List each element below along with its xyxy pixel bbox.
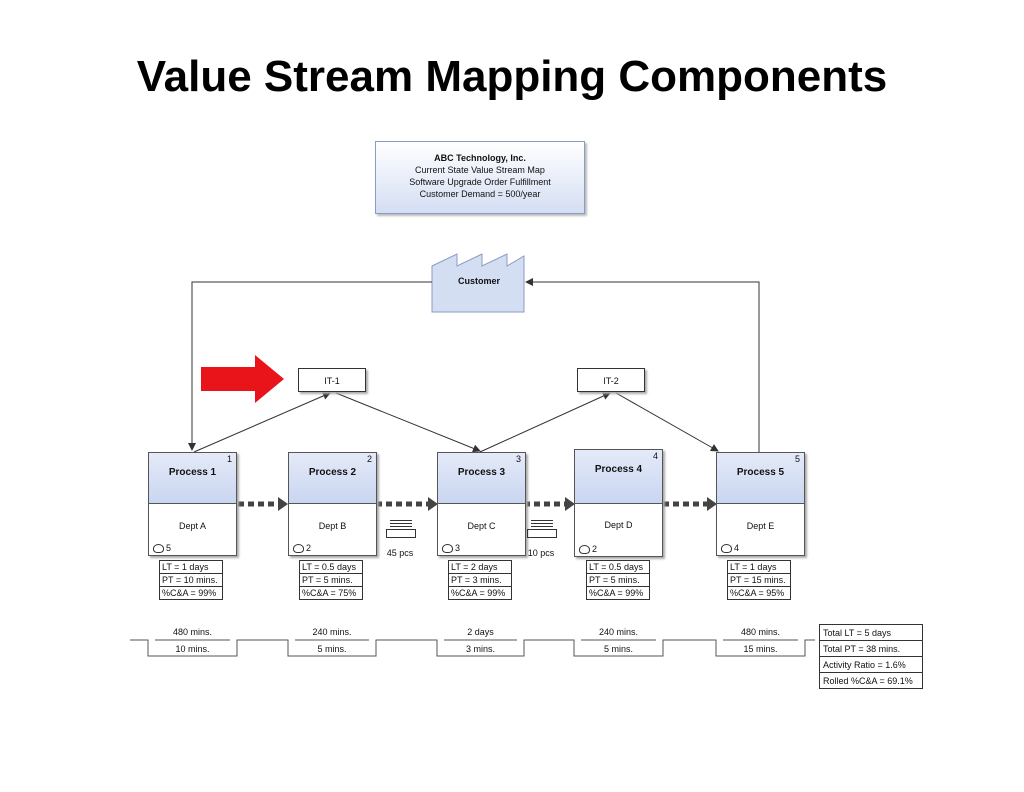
lead-time: LT = 1 days (727, 560, 791, 574)
inventory-stack-icon (531, 520, 553, 527)
process-box-5: Process 5 5 Dept E 4 (716, 452, 805, 556)
lead-time: LT = 2 days (448, 560, 512, 574)
process-time: PT = 5 mins. (586, 573, 650, 587)
header-line-3: Customer Demand = 500/year (419, 189, 541, 199)
data-box-2: LT = 0.5 days PT = 5 mins. %C&A = 75% (299, 560, 363, 600)
timeline-lead-2: 240 mins. (312, 627, 352, 637)
operator-count: 2 (306, 543, 312, 553)
it2-to-process5-line (615, 392, 719, 452)
timeline-ladder (130, 639, 815, 657)
process-dept: Dept B (318, 521, 347, 531)
total-process-time: Total PT = 38 mins. (819, 640, 923, 657)
process5-to-customer-line (525, 278, 760, 452)
process-name: Process 2 (308, 467, 357, 478)
operator-icon (579, 544, 590, 554)
lead-time: LT = 1 days (159, 560, 223, 574)
operator-count: 5 (166, 543, 172, 553)
operator-count: 4 (734, 543, 740, 553)
complete-accurate: %C&A = 99% (448, 586, 512, 600)
data-box-5: LT = 1 days PT = 15 mins. %C&A = 95% (727, 560, 791, 600)
inventory-qty: 45 pcs (386, 548, 414, 558)
process-dept: Dept D (604, 520, 633, 530)
operator-count: 3 (455, 543, 461, 553)
timeline-process-2: 5 mins. (317, 644, 347, 654)
timeline-lead-4: 240 mins. (598, 627, 639, 637)
customer-factory-icon (431, 253, 525, 313)
inventory-2: 10 pcs (527, 520, 557, 558)
header-line-2: Software Upgrade Order Fulfillment (409, 177, 551, 187)
timeline-process-1: 10 mins. (175, 644, 210, 654)
process3-to-it2-line (479, 392, 611, 453)
process-box-3: Process 3 3 Dept C 3 (437, 452, 526, 556)
complete-accurate: %C&A = 99% (159, 586, 223, 600)
complete-accurate: %C&A = 99% (586, 586, 650, 600)
company-name: ABC Technology, Inc. (434, 153, 526, 163)
timeline-process-3: 3 mins. (465, 644, 495, 654)
process-box-2: Process 2 2 Dept B 2 (288, 452, 377, 556)
process-dept: Dept E (746, 521, 775, 531)
rolled-complete-accurate: Rolled %C&A = 69.1% (819, 672, 923, 689)
operator-icon (721, 543, 732, 553)
inventory-qty: 10 pcs (527, 548, 555, 558)
process-number: 2 (366, 454, 372, 464)
complete-accurate: %C&A = 75% (299, 586, 363, 600)
timeline-lead-1: 480 mins. (172, 627, 213, 637)
process1-to-it1-line (193, 392, 331, 453)
data-box-1: LT = 1 days PT = 10 mins. %C&A = 99% (159, 560, 223, 600)
operator-count: 2 (592, 544, 598, 554)
summary-box: Total LT = 5 days Total PT = 38 mins. Ac… (819, 624, 923, 689)
map-header-box: ABC Technology, Inc. Current State Value… (375, 141, 585, 214)
process-name: Process 5 (736, 467, 785, 478)
complete-accurate: %C&A = 95% (727, 586, 791, 600)
process-time: PT = 5 mins. (299, 573, 363, 587)
customer-to-process1-line (188, 281, 432, 451)
data-box-4: LT = 0.5 days PT = 5 mins. %C&A = 99% (586, 560, 650, 600)
it1-to-process3-line (335, 392, 481, 453)
process-number: 4 (652, 451, 658, 461)
process-time: PT = 10 mins. (159, 573, 223, 587)
process-dept: Dept C (467, 521, 496, 531)
process-time: PT = 3 mins. (448, 573, 512, 587)
process-number: 3 (515, 454, 521, 464)
process-number: 1 (226, 454, 232, 464)
lead-time: LT = 0.5 days (299, 560, 363, 574)
lead-time: LT = 0.5 days (586, 560, 650, 574)
process-name: Process 3 (457, 467, 506, 478)
data-box-3: LT = 2 days PT = 3 mins. %C&A = 99% (448, 560, 512, 600)
process-number: 5 (794, 454, 800, 464)
process-name: Process 4 (594, 464, 643, 475)
it-system-2: IT-2 (577, 368, 645, 392)
timeline-lead-5: 480 mins. (740, 627, 781, 637)
activity-ratio: Activity Ratio = 1.6% (819, 656, 923, 673)
it-system-1: IT-1 (298, 368, 366, 392)
timeline-lead-3: 2 days (467, 627, 494, 637)
total-lead-time: Total LT = 5 days (819, 624, 923, 641)
inventory-1: 45 pcs (386, 520, 416, 558)
process-name: Process 1 (168, 467, 217, 478)
timeline-process-5: 15 mins. (743, 644, 778, 654)
page-title: Value Stream Mapping Components (136, 52, 888, 101)
process-box-1: Process 1 1 Dept A 5 (148, 452, 237, 556)
operator-icon (153, 543, 164, 553)
inventory-stack-icon (390, 520, 412, 527)
customer-label: Customer (457, 276, 500, 286)
process-box-4: Process 4 4 Dept D 2 (574, 449, 663, 557)
header-line-1: Current State Value Stream Map (415, 165, 545, 175)
highlight-arrow-icon (201, 355, 284, 403)
process-time: PT = 15 mins. (727, 573, 791, 587)
operator-icon (442, 543, 453, 553)
operator-icon (293, 543, 304, 553)
timeline-process-4: 5 mins. (603, 644, 633, 654)
process-dept: Dept A (178, 521, 207, 531)
